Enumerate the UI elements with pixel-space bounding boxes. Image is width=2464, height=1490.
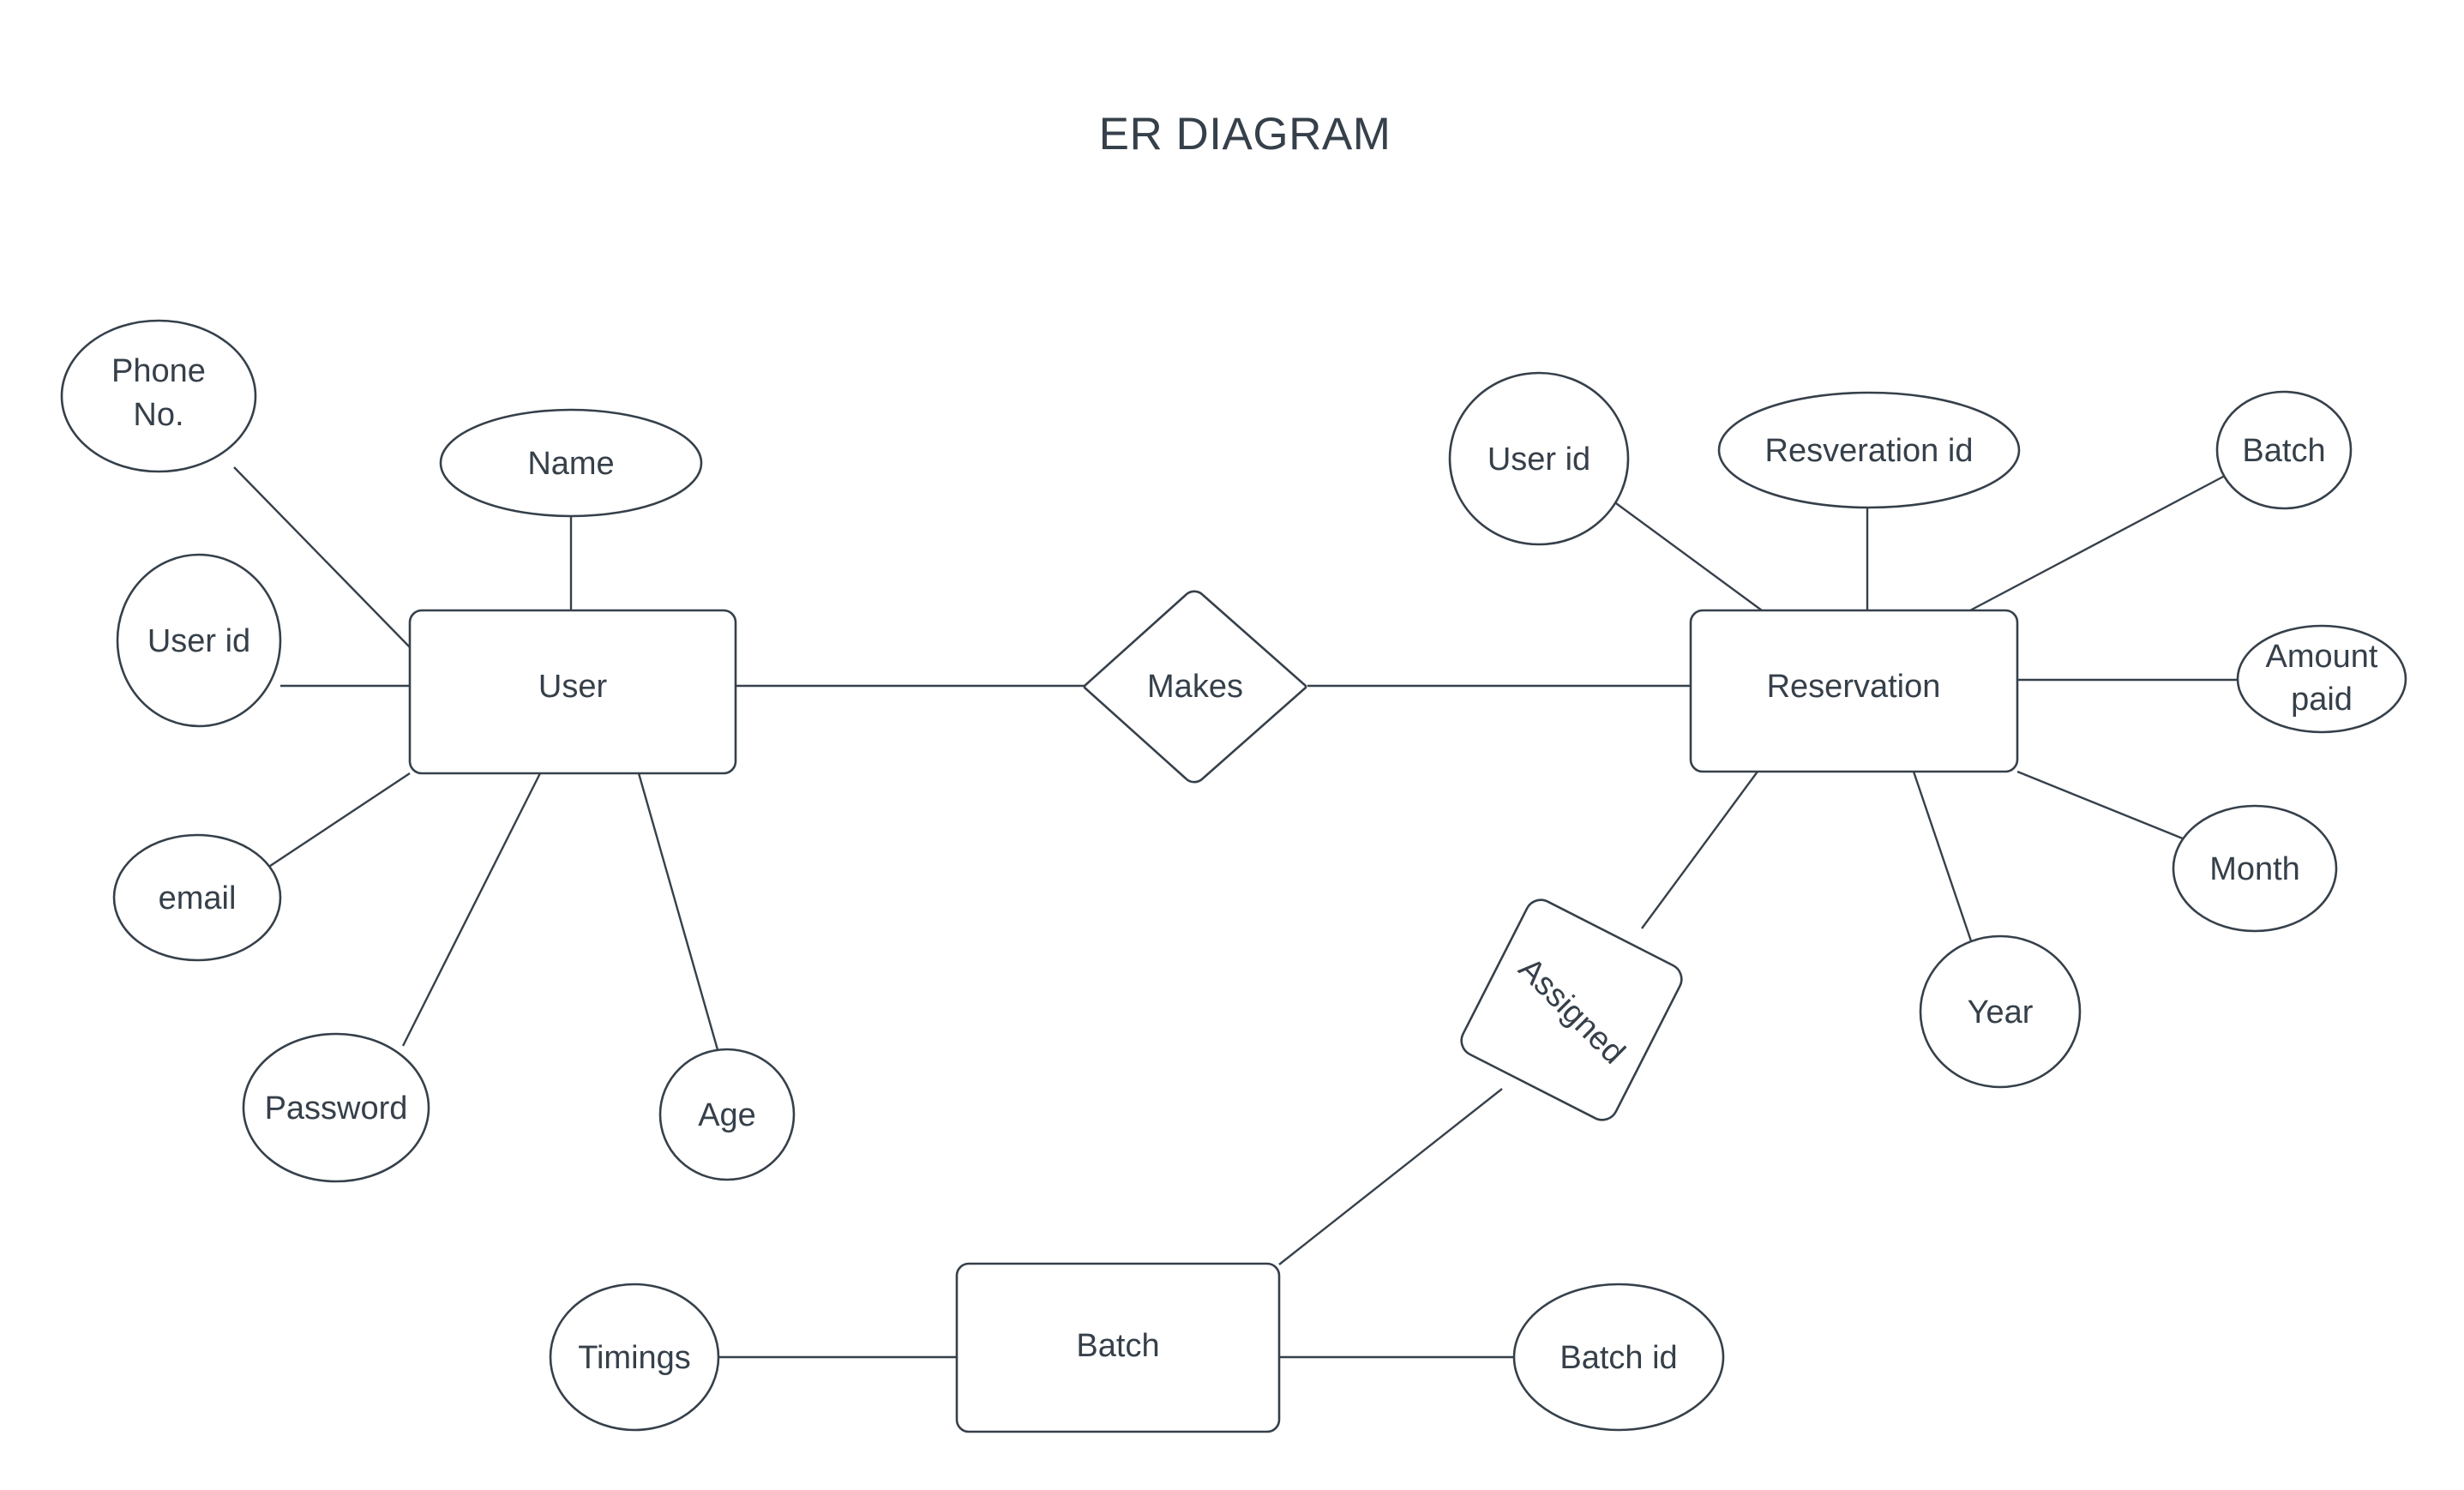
month-ellipse[interactable] xyxy=(2172,804,2338,933)
makes-diamond[interactable] xyxy=(1083,590,1307,784)
year-label: Year xyxy=(1968,994,2034,1030)
year-ellipse[interactable] xyxy=(1919,934,2082,1089)
phone-no-ellipse[interactable] xyxy=(60,319,257,473)
node-attribute-month[interactable]: Month xyxy=(2172,804,2338,933)
node-attribute-user-id-left[interactable]: User id xyxy=(116,553,282,728)
email-ellipse[interactable] xyxy=(112,833,282,962)
batch-id-label: Batch id xyxy=(1560,1340,1677,1376)
batch-attr-label: Batch xyxy=(2242,433,2325,469)
node-relationship-makes[interactable]: Makes xyxy=(1083,590,1307,784)
node-attribute-timings[interactable]: Timings xyxy=(549,1283,720,1432)
amount-paid-label-line2: paid xyxy=(2291,682,2353,718)
reservation-id-label: Resveration id xyxy=(1765,433,1974,469)
edge-user-to-phone-no xyxy=(233,466,411,648)
batch-id-ellipse[interactable] xyxy=(1512,1283,1725,1432)
reservation-entity-label: Reservation xyxy=(1767,669,1941,705)
password-label: Password xyxy=(265,1090,408,1127)
email-label: email xyxy=(159,880,237,916)
age-ellipse[interactable] xyxy=(658,1048,796,1181)
month-label: Month xyxy=(2209,851,2300,887)
node-attribute-reservation-id[interactable]: Resveration id xyxy=(1717,391,2021,509)
password-ellipse[interactable] xyxy=(242,1032,430,1183)
edge-reservation-to-batch-attr xyxy=(1969,474,2226,612)
amount-paid-label-line1: Amount xyxy=(2266,639,2378,675)
node-attribute-age[interactable]: Age xyxy=(658,1048,796,1181)
reservation-entity-rect[interactable] xyxy=(1689,609,2019,773)
node-attribute-res-user-id[interactable]: User id xyxy=(1448,371,1630,546)
name-ellipse[interactable] xyxy=(439,408,703,518)
edge-reservation-to-year xyxy=(1912,771,1982,970)
timings-ellipse[interactable] xyxy=(549,1283,720,1432)
amount-paid-ellipse[interactable] xyxy=(2236,624,2407,734)
node-entity-batch[interactable]: Batch xyxy=(955,1262,1281,1433)
node-attribute-batch-attr[interactable]: Batch xyxy=(2215,390,2353,510)
user-id-left-label: User id xyxy=(147,623,250,659)
edge-layer xyxy=(233,466,2239,1359)
edge-assigned-to-batch xyxy=(1278,1088,1503,1265)
node-attribute-password[interactable]: Password xyxy=(242,1032,430,1183)
user-entity-rect[interactable] xyxy=(408,609,737,775)
node-attribute-year[interactable]: Year xyxy=(1919,934,2082,1089)
node-attribute-batch-id[interactable]: Batch id xyxy=(1512,1283,1725,1432)
node-attribute-phone-no[interactable]: Phone No. xyxy=(60,319,257,473)
node-entity-reservation[interactable]: Reservation xyxy=(1689,609,2019,773)
node-attribute-name[interactable]: Name xyxy=(439,408,703,518)
edge-user-to-age xyxy=(637,772,720,1054)
page-title: ER DIAGRAM xyxy=(1099,109,1391,159)
user-id-left-ellipse[interactable] xyxy=(116,553,282,728)
batch-entity-rect[interactable] xyxy=(955,1262,1281,1433)
node-relationship-assigned[interactable]: Assigned xyxy=(1457,895,1687,1126)
phone-no-label-line2: No. xyxy=(133,397,183,433)
reservation-id-ellipse[interactable] xyxy=(1717,391,2021,509)
batch-entity-label: Batch xyxy=(1076,1328,1159,1364)
timings-label: Timings xyxy=(578,1340,691,1376)
edge-reservation-to-res-user-id xyxy=(1590,484,1763,611)
edge-reservation-to-month xyxy=(2016,770,2198,846)
edge-reservation-to-assigned xyxy=(1641,771,1758,929)
batch-attr-ellipse[interactable] xyxy=(2215,390,2353,510)
res-user-id-ellipse[interactable] xyxy=(1448,371,1630,546)
node-entity-user[interactable]: User xyxy=(408,609,737,775)
phone-no-label-line1: Phone xyxy=(111,353,206,389)
node-attribute-amount-paid[interactable]: Amount paid xyxy=(2236,624,2407,734)
assigned-diamond[interactable] xyxy=(1457,895,1687,1126)
makes-label: Makes xyxy=(1147,669,1243,705)
user-entity-label: User xyxy=(538,669,608,705)
edge-user-to-password xyxy=(401,772,542,1047)
age-label: Age xyxy=(698,1097,756,1133)
edge-user-to-email xyxy=(256,772,411,876)
name-label: Name xyxy=(527,446,614,482)
node-attribute-email[interactable]: email xyxy=(112,833,282,962)
res-user-id-label: User id xyxy=(1487,442,1590,478)
